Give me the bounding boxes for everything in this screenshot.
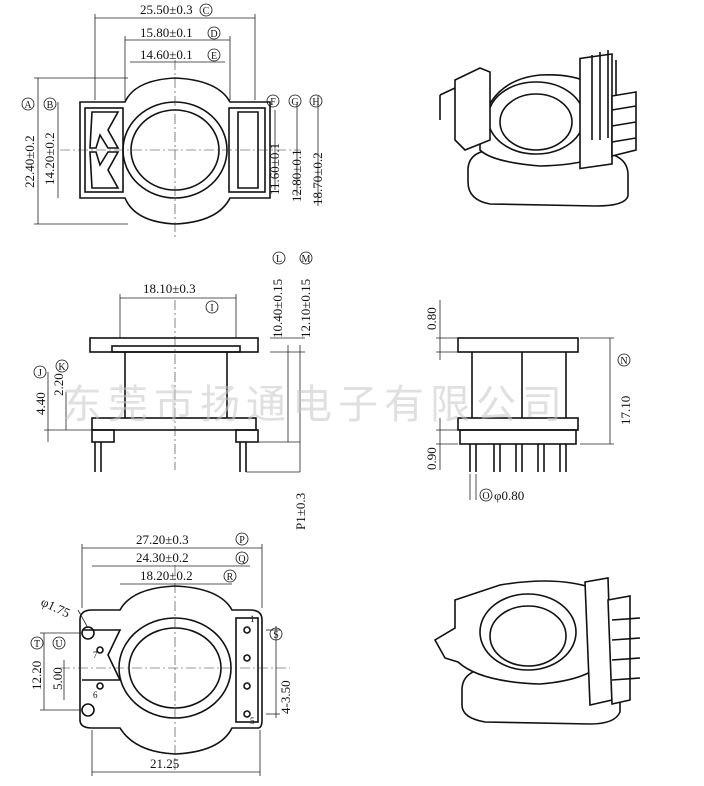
ref-e: E [211, 51, 217, 62]
ref-s: S [273, 630, 279, 641]
ref-r: R [227, 572, 234, 583]
dim-right-pitch: 4-3.50 [278, 680, 293, 714]
dim-overall-width: 25.50±0.3 [140, 2, 193, 17]
pin-label-5: 5 [250, 716, 255, 726]
ref-b: B [47, 100, 54, 111]
dim-bottom-mid: 24.30±0.2 [136, 550, 189, 565]
pin-label-1: 1 [250, 614, 255, 624]
pin-label-6: 6 [93, 690, 98, 700]
front-view: 0.80 17.10 N 0.90 O φ0.80 [424, 300, 633, 503]
dim-winding-width: 18.10±0.3 [143, 281, 196, 296]
dim-slot-height: 14.20±0.2 [42, 132, 57, 185]
iso-view-top [439, 50, 637, 207]
dim-bore-height: 11.60±0.1 [267, 143, 282, 195]
dim-pin-stub: 0.90 [424, 447, 439, 470]
ref-i: I [210, 303, 213, 314]
iso-view-bottom [433, 577, 641, 725]
ref-q: Q [238, 554, 246, 565]
ref-t: T [34, 639, 40, 650]
dim-left-pitch: 5.00 [50, 667, 65, 690]
ref-l: L [276, 254, 282, 265]
bottom-view: 7 6 1 5 27.20±0.3 P 24.30±0.2 Q 18.20±0.… [29, 532, 293, 776]
dim-height-m: 12.10±0.15 [298, 279, 313, 338]
dim-hole-dia: φ1.75 [39, 594, 73, 620]
dim-total-height: 17.10 [618, 396, 633, 425]
dim-bottom-overall: 27.20±0.3 [136, 532, 189, 547]
ref-g: G [291, 97, 298, 108]
dim-base-height: 4.40 [33, 392, 48, 415]
top-view: 25.50±0.3 C 15.80±0.1 D 14.60±0.1 E 22.4… [21, 2, 325, 240]
ref-a: A [24, 100, 32, 111]
ref-n: N [620, 356, 627, 367]
dim-bottom-width: 21.25 [150, 756, 179, 771]
dim-height-l: 10.40±0.15 [270, 279, 285, 338]
dim-overall-height: 22.40±0.2 [22, 135, 37, 188]
dim-top-flange: 0.80 [424, 307, 439, 330]
dim-left-span: 12.20 [29, 661, 44, 690]
dim-inner-width: 14.60±0.1 [140, 47, 193, 62]
ref-k: K [58, 362, 66, 373]
ref-j: J [38, 368, 42, 379]
ref-m: M [302, 254, 311, 265]
dim-pin-dia: φ0.80 [494, 488, 524, 503]
ref-u: U [55, 639, 63, 650]
pin-label-7: 7 [93, 650, 98, 660]
ref-h: H [312, 97, 319, 108]
ref-f: F [270, 97, 276, 108]
dim-mid-height: 12.80±0.1 [289, 149, 304, 202]
dim-flange-height: 18.70±0.2 [310, 152, 325, 205]
ref-d: D [210, 29, 217, 40]
dim-pin-pitch: P1±0.3 [293, 493, 308, 530]
dim-bottom-inner: 18.20±0.2 [140, 568, 193, 583]
dim-mid-width: 15.80±0.1 [140, 25, 193, 40]
dim-base-step: 2.20 [51, 373, 66, 396]
ref-p: P [239, 535, 245, 546]
side-view: 18.10±0.3 I 10.40±0.15 L 12.10±0.15 M P1… [33, 251, 313, 530]
ref-c: C [203, 6, 210, 17]
ref-o: O [482, 491, 489, 502]
company-watermark: 东莞市扬通电子有限公司 [62, 382, 568, 428]
